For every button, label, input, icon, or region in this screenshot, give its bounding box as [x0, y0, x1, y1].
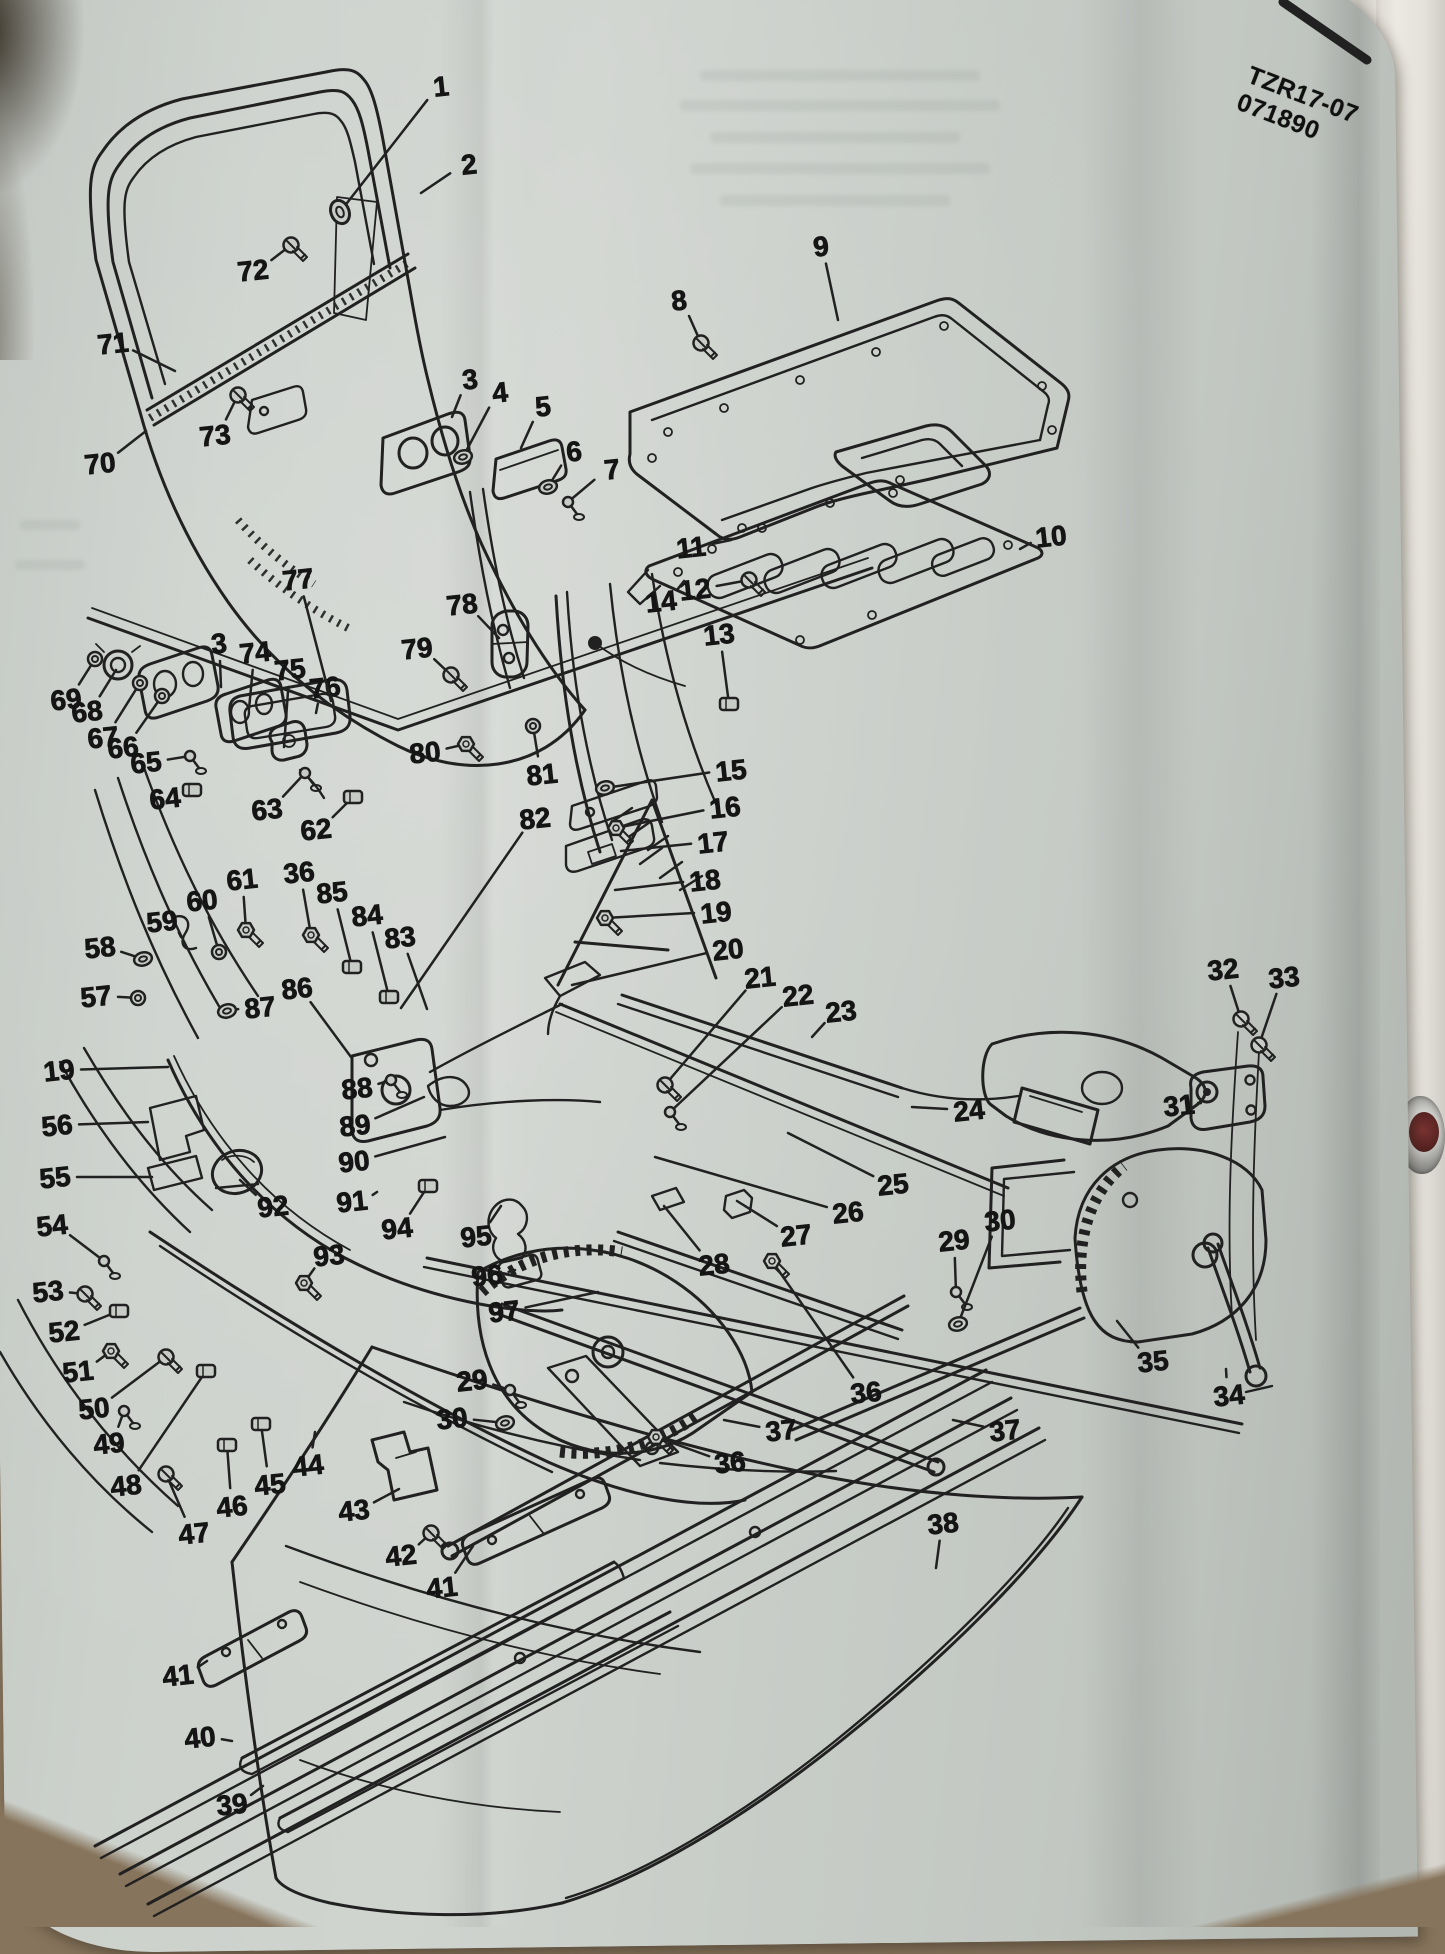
- pen-tip: [1409, 1112, 1439, 1152]
